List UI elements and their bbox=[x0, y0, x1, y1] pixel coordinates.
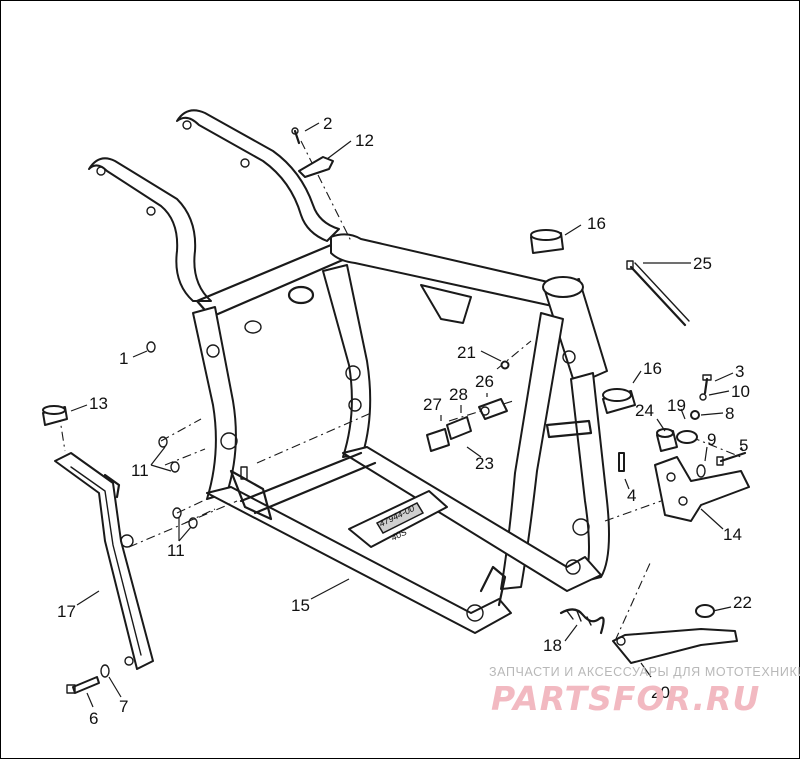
jiffy-stand-20 bbox=[612, 628, 738, 664]
callout-11-upper: 11 bbox=[131, 461, 149, 480]
callout-8: 8 bbox=[725, 404, 734, 423]
callout-23: 23 bbox=[475, 454, 494, 473]
bushing-24 bbox=[656, 428, 678, 452]
jiffy-stand-bracket-14 bbox=[654, 456, 750, 522]
callout-28: 28 bbox=[449, 385, 468, 404]
callout-1: 1 bbox=[119, 349, 128, 368]
screw-3 bbox=[702, 374, 712, 395]
pin-4 bbox=[618, 452, 625, 472]
bumper-13 bbox=[42, 405, 68, 426]
callout-15: 15 bbox=[291, 596, 310, 615]
callout-2: 2 bbox=[323, 114, 332, 133]
callout-26: 26 bbox=[475, 372, 494, 391]
frame-assembly: 47944-00 40S bbox=[88, 109, 610, 634]
callout-11-lower: 11 bbox=[167, 541, 185, 560]
rail-17 bbox=[54, 452, 154, 670]
callout-12: 12 bbox=[355, 131, 374, 150]
callout-10: 10 bbox=[731, 382, 750, 401]
callout-9: 9 bbox=[707, 430, 716, 449]
callout-16-lower: 16 bbox=[643, 359, 662, 378]
screw-5 bbox=[716, 451, 747, 466]
callout-6: 6 bbox=[89, 709, 98, 728]
foot-22 bbox=[695, 604, 715, 618]
callout-14: 14 bbox=[723, 525, 742, 544]
callout-3: 3 bbox=[735, 362, 744, 381]
callout-labels: 1 2 12 16 25 21 16 3 26 28 10 27 19 8 24… bbox=[57, 114, 752, 728]
bolt-6 bbox=[66, 676, 100, 694]
callout-19: 19 bbox=[667, 396, 686, 415]
watermark-caption: ЗАПЧАСТИ И АКСЕССУАРЫ ДЛЯ МОТОТЕХНИКИ bbox=[489, 665, 800, 679]
washer-19 bbox=[676, 430, 698, 444]
callout-27: 27 bbox=[423, 395, 442, 414]
bearing-cup-16-upper bbox=[530, 229, 564, 254]
washer-7 bbox=[100, 664, 110, 678]
callout-21: 21 bbox=[457, 343, 476, 362]
leader-lines bbox=[70, 122, 744, 708]
callout-20: 20 bbox=[651, 683, 670, 702]
callout-24: 24 bbox=[635, 401, 654, 420]
nut-8 bbox=[690, 410, 700, 420]
lockwasher-9 bbox=[696, 464, 706, 478]
nut-21 bbox=[500, 360, 510, 370]
washer-10 bbox=[699, 393, 707, 401]
callout-7: 7 bbox=[119, 697, 128, 716]
bearing-cup-16-lower bbox=[602, 388, 636, 414]
screw-2 bbox=[291, 127, 301, 145]
plugs-11 bbox=[146, 341, 198, 529]
switch-parts-23 bbox=[426, 398, 508, 452]
watermark-brand: PARTSFOR.RU bbox=[491, 679, 761, 718]
callout-4: 4 bbox=[627, 486, 636, 505]
callout-16-upper: 16 bbox=[587, 214, 606, 233]
callout-25: 25 bbox=[693, 254, 712, 273]
cable-strap-25 bbox=[626, 260, 690, 327]
spring-18 bbox=[559, 608, 605, 635]
callout-5: 5 bbox=[739, 436, 748, 455]
callout-22: 22 bbox=[733, 593, 752, 612]
bracket-12 bbox=[298, 156, 334, 178]
callout-13: 13 bbox=[89, 394, 108, 413]
callout-17: 17 bbox=[57, 602, 76, 621]
callout-18: 18 bbox=[543, 636, 562, 655]
assembly-centerlines bbox=[58, 140, 742, 642]
